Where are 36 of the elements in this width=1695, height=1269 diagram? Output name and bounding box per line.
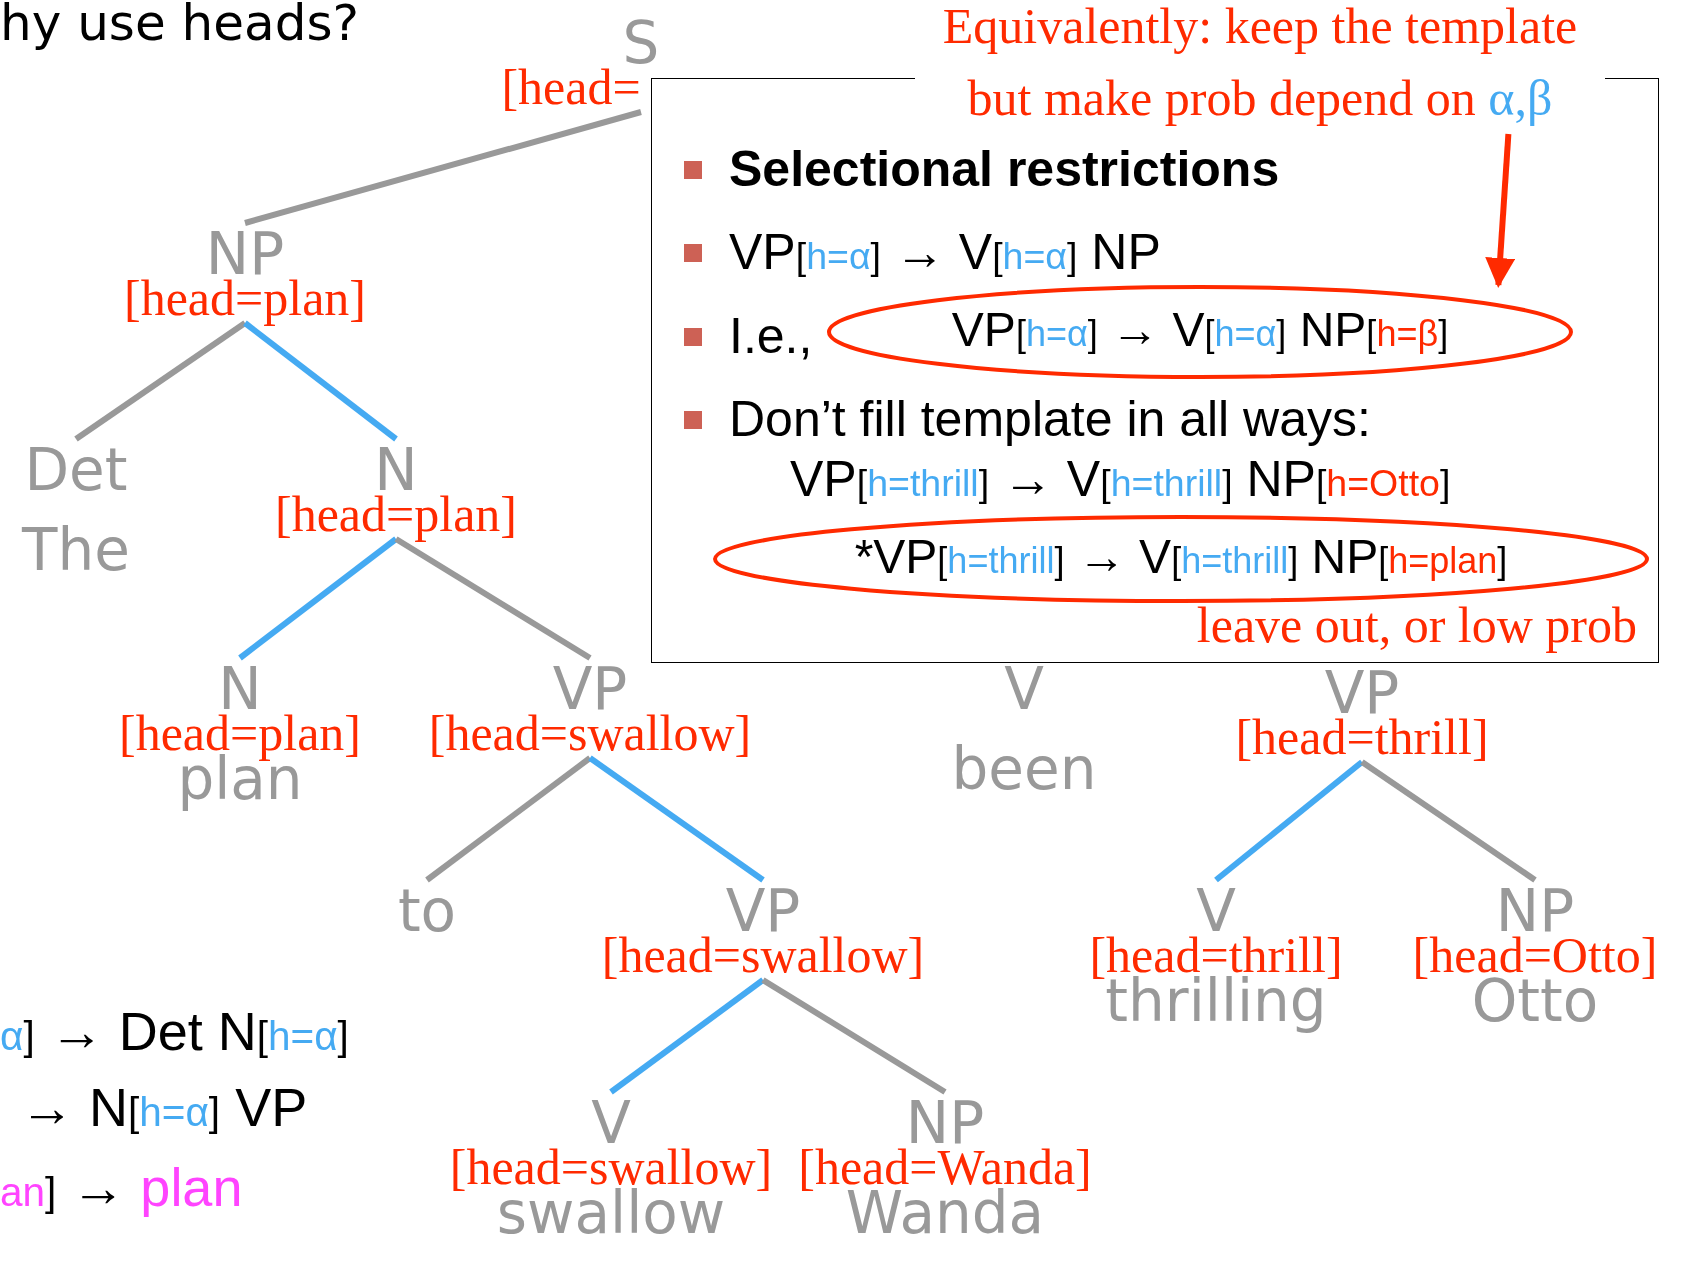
rule-text: VP[h=α] → V[h=α] NP[h=β] [951,303,1449,358]
category-label: VP [552,658,628,720]
tree-branch [244,109,642,226]
tree-branch [238,536,398,661]
tree-branch [394,536,592,661]
category-label: V [591,1092,631,1154]
tree-branch [761,977,947,1095]
tree-branch [1360,759,1537,883]
tree-branch [588,755,765,883]
rule-text: → N[h=α] VP [20,1076,308,1139]
category-label: V [1004,658,1044,720]
panel-heading: Selectional restrictions [729,141,1280,197]
tree-branch [609,977,765,1095]
category-label: Det [24,439,128,501]
rule-text: an] → plan [0,1156,243,1219]
rule-text: VP[h=α] → V[h=α] NP [729,224,1161,282]
arrow [1485,133,1516,288]
category-label: VP [725,880,801,942]
tree-branch [1214,759,1364,883]
text-panel [651,78,1659,663]
word-label: The [22,519,130,581]
rule-text: Don’t fill template in all ways: [729,391,1371,447]
rule-text: *VP[h=thrill] → V[h=thrill] NP[h=plan] [854,530,1508,585]
category-label: to [397,880,457,942]
word-label: been [951,738,1097,800]
rule-text: I.e., [729,308,813,364]
slide-title: hy use heads? [0,0,359,52]
rule-text: VP[h=thrill] → V[h=thrill] NP[h=Otto] [790,451,1451,509]
category-label: V [1196,880,1236,942]
note-text: leave out, or low prob [1196,597,1637,653]
tree-branch [74,320,247,442]
rule-text: α] → Det N[h=α] [0,1000,349,1063]
note-text: Equivalently: keep the template but make prob depend on α,β [942,0,1578,126]
category-label: S [622,12,660,74]
tree-branch [425,755,592,883]
tree-branch [243,320,398,442]
